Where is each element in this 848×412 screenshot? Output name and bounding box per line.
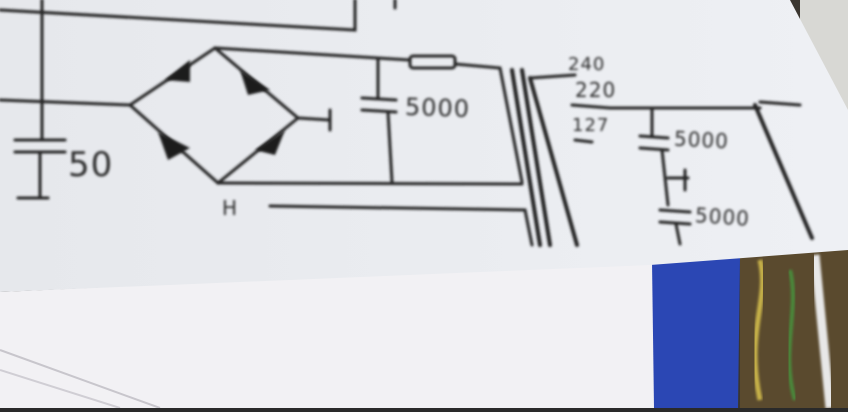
schematic-lines [0, 0, 814, 247]
diode-symbols [158, 60, 285, 160]
cap-5000-right-top-label: 5000 [673, 126, 730, 154]
schematic-paper [0, 0, 848, 292]
tap-240-label: 240 [568, 54, 606, 75]
tap-220-label: 220 [575, 78, 617, 102]
cap-5000-right-bottom-label: 5000 [694, 203, 751, 231]
blue-panel [650, 258, 740, 408]
node-h-label: H [222, 196, 239, 220]
cap-50-label: 50 [68, 145, 114, 185]
cap-5000-label: 5000 [404, 92, 471, 124]
tap-127-label: 127 [572, 115, 610, 136]
lower-sheet [0, 262, 654, 408]
